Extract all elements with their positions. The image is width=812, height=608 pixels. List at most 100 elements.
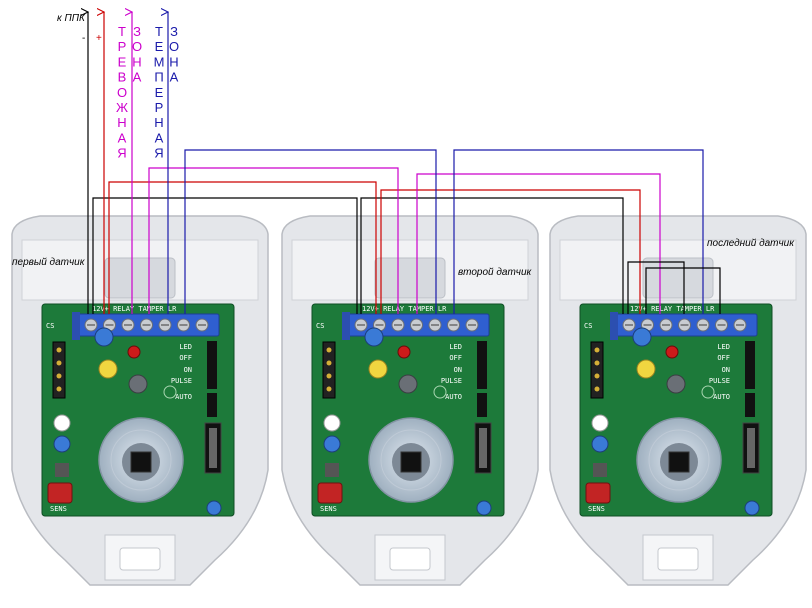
pin-header bbox=[590, 341, 604, 399]
reed-relay-inner bbox=[747, 428, 755, 468]
jumper-label: OFF bbox=[449, 354, 462, 362]
buzzer bbox=[128, 374, 148, 394]
housing-latch bbox=[374, 257, 446, 299]
wire-plus-5 bbox=[380, 189, 641, 314]
pin bbox=[56, 360, 62, 366]
sens-label: SENS bbox=[320, 505, 337, 513]
pir-sensor-window bbox=[400, 451, 422, 473]
red-led bbox=[127, 345, 141, 359]
pcb-board bbox=[311, 303, 505, 517]
blue-capacitor-2 bbox=[591, 435, 609, 453]
wire-plus-4 bbox=[108, 181, 377, 314]
jumper-label: ON bbox=[184, 366, 192, 374]
jumper-label: AUTO bbox=[445, 393, 462, 401]
sensor-caption-first: первый датчик bbox=[12, 257, 86, 268]
yellow-led bbox=[98, 359, 118, 379]
jumper-block-bottom bbox=[207, 393, 217, 417]
pir-ring bbox=[648, 429, 710, 491]
housing-bottom-slot bbox=[657, 547, 699, 571]
minus-label: - bbox=[82, 33, 85, 44]
sensor-second: 12V+ RELAY TAMPER LRCSLEDOFFONPULSEAUTOS… bbox=[281, 215, 539, 586]
jumper-label: LED bbox=[179, 343, 192, 351]
sensor-last: 12V+ RELAY TAMPER LR CS LED OFF ON PULSE AUTO S… bbox=[549, 215, 807, 586]
terminal-end bbox=[610, 312, 618, 340]
wire-zone-11 bbox=[453, 149, 704, 314]
wire-zone-10 bbox=[184, 149, 437, 314]
sens-potentiometer bbox=[317, 482, 343, 504]
housing-latch bbox=[104, 257, 176, 299]
terminal-end bbox=[342, 312, 350, 340]
pcb-board bbox=[41, 303, 235, 517]
board-mark bbox=[701, 385, 715, 399]
pin bbox=[326, 347, 332, 353]
transistor bbox=[325, 463, 339, 477]
white-component bbox=[591, 414, 609, 432]
panel-label: к ППК bbox=[57, 13, 86, 24]
jumper-label: LED bbox=[717, 343, 730, 351]
buzzer bbox=[398, 374, 418, 394]
reed-relay-inner bbox=[209, 428, 217, 468]
jumper-block-bottom bbox=[477, 393, 487, 417]
pin bbox=[326, 360, 332, 366]
blue-capacitor bbox=[364, 327, 384, 347]
jumper-label: OFF bbox=[179, 354, 192, 362]
red-led bbox=[397, 345, 411, 359]
pcb-board bbox=[579, 303, 773, 517]
sensor-caption-last: последний датчик bbox=[707, 238, 795, 249]
wire-alarm-7 bbox=[148, 167, 399, 314]
wires-layer bbox=[88, 12, 721, 314]
blue-capacitor-2 bbox=[323, 435, 341, 453]
sens-potentiometer bbox=[585, 482, 611, 504]
terminal-labels: 12V+ RELAY TAMPER LR bbox=[92, 305, 177, 313]
sens-label: SENS bbox=[50, 505, 67, 513]
cs-label: CS bbox=[46, 322, 54, 330]
plus-label: + bbox=[96, 33, 102, 44]
jumper-label: AUTO bbox=[713, 393, 730, 401]
pin-header bbox=[52, 341, 66, 399]
terminal-labels: 12V+ RELAY TAMPER LR bbox=[362, 305, 447, 313]
reed-relay-inner bbox=[479, 428, 487, 468]
pin-header bbox=[322, 341, 336, 399]
wire-minus-2 bbox=[360, 197, 624, 314]
terminal-labels: 12V+ RELAY TAMPER LR bbox=[630, 305, 715, 313]
transistor bbox=[593, 463, 607, 477]
blue-capacitor-2 bbox=[53, 435, 71, 453]
sensors-layer: 12V+ RELAY TAMPER LR CS LED OFF ON PULSE AUTO S… bbox=[11, 215, 807, 586]
jumper-block-top bbox=[477, 341, 487, 389]
pin bbox=[594, 373, 600, 379]
blue-capacitor bbox=[632, 327, 652, 347]
jumper-label: PULSE bbox=[441, 377, 462, 385]
pir-sensor-window bbox=[130, 451, 152, 473]
board-mark bbox=[163, 385, 177, 399]
sens-potentiometer bbox=[47, 482, 73, 504]
pin bbox=[56, 386, 62, 392]
cs-label: CS bbox=[316, 322, 324, 330]
sensor-caption-second: второй датчик bbox=[458, 267, 533, 278]
jumper-label: PULSE bbox=[171, 377, 192, 385]
cs-label: CS bbox=[584, 322, 592, 330]
wire-minus-13 bbox=[645, 267, 721, 314]
pin bbox=[594, 360, 600, 366]
jumper-label: OFF bbox=[717, 354, 730, 362]
transistor bbox=[55, 463, 69, 477]
yellow-led bbox=[636, 359, 656, 379]
wire-minus-1 bbox=[92, 197, 358, 314]
jumper-label: PULSE bbox=[709, 377, 730, 385]
buzzer bbox=[666, 374, 686, 394]
blue-capacitor bbox=[94, 327, 114, 347]
jumper-block-top bbox=[745, 341, 755, 389]
sens-label: SENS bbox=[588, 505, 605, 513]
pin bbox=[594, 386, 600, 392]
white-component bbox=[323, 414, 341, 432]
jumper-label: ON bbox=[722, 366, 730, 374]
pin bbox=[594, 347, 600, 353]
blue-capacitor-3 bbox=[476, 500, 492, 516]
white-component bbox=[53, 414, 71, 432]
red-led bbox=[665, 345, 679, 359]
blue-capacitor-3 bbox=[206, 500, 222, 516]
pir-sensor-window bbox=[668, 451, 690, 473]
pir-ring bbox=[380, 429, 442, 491]
